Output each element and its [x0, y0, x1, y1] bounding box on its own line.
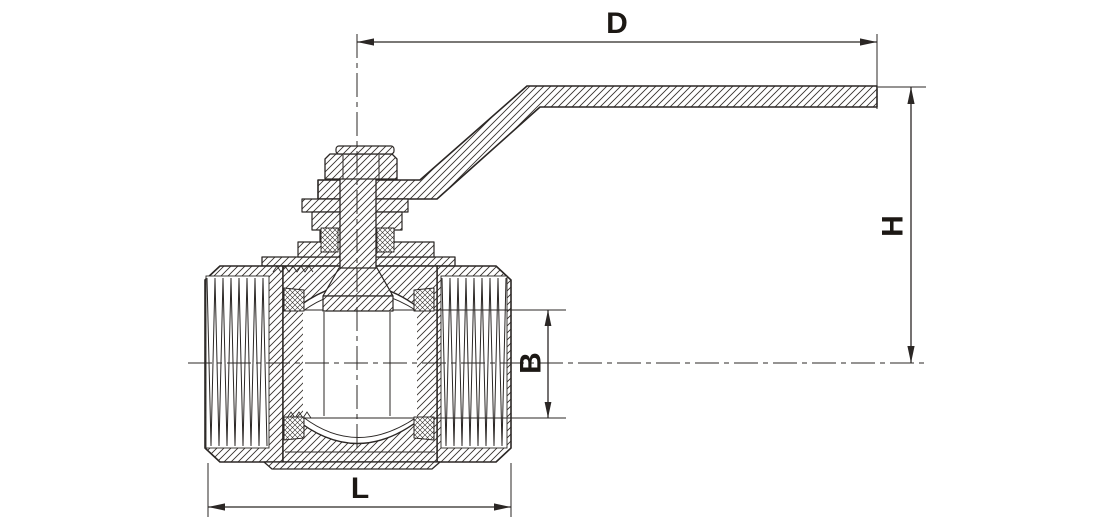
packing-ring-left [320, 227, 339, 253]
dim-h-arrow-top [907, 87, 915, 104]
bonnet-thread-serration [272, 265, 314, 273]
stem-ball-socket [322, 295, 394, 312]
seat-left-top [283, 287, 305, 312]
left-threads [206, 277, 268, 447]
dim-b-label: B [515, 352, 548, 374]
dim-b-arrow-bottom [544, 402, 552, 418]
dimension-d: D [357, 7, 878, 109]
dimension-b: B [515, 310, 552, 418]
bore-passage [303, 310, 417, 418]
dim-d-label: D [606, 7, 628, 40]
dim-h-label: H [877, 215, 910, 237]
dimension-h: H [877, 86, 926, 363]
stem-nut [324, 153, 398, 180]
centerlines [188, 34, 926, 452]
stem-top-cap [335, 145, 395, 155]
seat-left-bottom [283, 416, 305, 441]
dim-d-arrow-right [860, 38, 877, 46]
body-bottom-boss [263, 461, 441, 470]
ball-seats [283, 287, 435, 441]
ball-bottom-arc [292, 416, 424, 445]
dimension-l: L [207, 463, 512, 517]
dim-l-arrow-right [494, 503, 511, 511]
dim-b-arrow-top [544, 310, 552, 326]
dim-l-label: L [351, 472, 369, 505]
stem-assembly [272, 145, 435, 312]
seat-right-bottom [413, 416, 435, 441]
right-threads [441, 277, 507, 447]
packing-ring-right [376, 227, 395, 253]
dim-d-arrow-left [357, 38, 374, 46]
seat-right-top [413, 287, 435, 312]
dim-h-arrow-bottom [907, 346, 915, 363]
dim-l-arrow-left [208, 503, 225, 511]
ball-bottom-inner-arc [302, 416, 418, 438]
bottom-cap-thread-serration [286, 411, 312, 419]
internal-threads [205, 275, 508, 449]
